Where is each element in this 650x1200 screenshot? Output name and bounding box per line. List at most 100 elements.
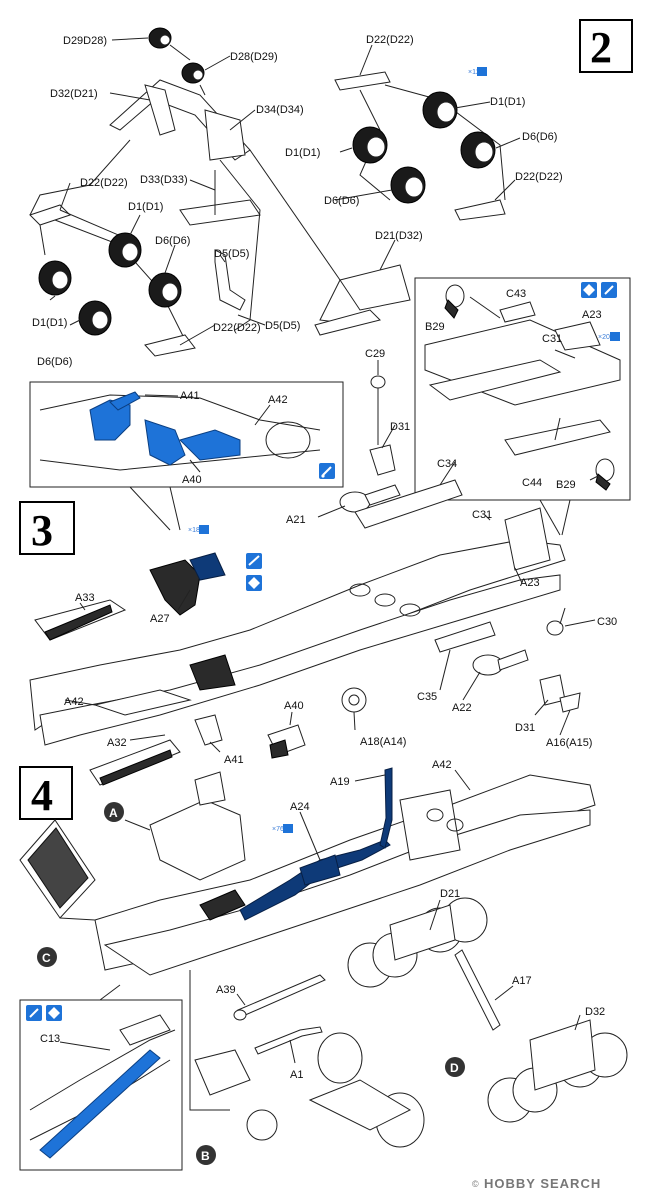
label-c31-inset: C31 (542, 333, 562, 345)
callout-c-letter: C (42, 951, 51, 965)
label-d22d22-left-bot: D22(D22) (213, 322, 261, 334)
label-a19: A19 (330, 776, 350, 788)
label-a41-inset: A41 (180, 390, 200, 402)
callout-a-letter: A (109, 806, 118, 820)
part-a24-dark (199, 889, 246, 921)
step-3-section: A41 A42 A40 B29 C43 (19, 277, 631, 786)
axle-assembly-right (314, 71, 506, 336)
label-d5d5-a: D5(D5) (214, 248, 249, 260)
label-d6d6-right-mid: D6(D6) (324, 195, 359, 207)
label-d5d5-b: D5(D5) (265, 320, 300, 332)
paint-pattern-icon (246, 575, 262, 591)
ref-x76-badge (283, 824, 293, 833)
label-c34: C34 (437, 458, 457, 470)
part-c30 (546, 607, 566, 636)
axle-assembly-top-left (29, 79, 341, 331)
part-c29 (370, 375, 386, 445)
label-d1d1-right-top: D1(D1) (490, 96, 525, 108)
step-2-section: 2 (29, 19, 633, 368)
ref-x12: ×12 (468, 69, 480, 76)
label-d21d32: D21(D32) (375, 230, 423, 242)
part-a22-shock (472, 649, 529, 676)
paint-pattern-icon (46, 1005, 62, 1021)
part-engine-a (149, 771, 246, 881)
part-radiator-c (19, 819, 96, 919)
part-a40 (267, 724, 306, 759)
label-a40: A40 (284, 700, 304, 712)
part-exhaust-a24 (239, 839, 391, 921)
inset-part-a40 (144, 419, 241, 466)
label-d1d1-left-top: D1(D1) (128, 201, 163, 213)
label-a39: A39 (216, 984, 236, 996)
inset-part-a41 (89, 391, 141, 441)
label-c44: C44 (522, 477, 542, 489)
step-2-number: 2 (590, 23, 612, 72)
tire-d6-right-mid (390, 166, 426, 204)
label-d32d21: D32(D21) (50, 88, 98, 100)
chassis-frame-step3 (29, 539, 566, 746)
step-3-number: 3 (31, 506, 53, 555)
label-a24: A24 (290, 801, 310, 813)
step-2-box (579, 19, 633, 73)
label-d22d22-left: D22(D22) (80, 177, 128, 189)
callout-b-letter: B (201, 1149, 210, 1163)
part-a41 (194, 714, 223, 746)
callout-d: D (445, 1057, 465, 1077)
label-d32: D32 (585, 1006, 605, 1018)
label-a42-inset: A42 (268, 394, 288, 406)
label-c29: C29 (365, 348, 385, 360)
label-d22d22-right-bot: D22(D22) (515, 171, 563, 183)
part-c35 (434, 621, 496, 653)
watermark-brand: HOBBY SEARCH (484, 1176, 601, 1191)
label-a17: A17 (512, 975, 532, 987)
watermark: © HOBBY SEARCH (472, 1176, 601, 1191)
ref-x18: ×18 (188, 527, 200, 534)
label-a33: A33 (75, 592, 95, 604)
inset-steering-detail (29, 1014, 176, 1159)
part-a27 (149, 552, 236, 691)
label-a23: A23 (520, 577, 540, 589)
part-c34 (354, 479, 463, 529)
label-c31: C31 (472, 509, 492, 521)
part-front-axle-d (308, 1032, 425, 1148)
label-a18a14: A18(A14) (360, 736, 406, 748)
label-b29-top: B29 (425, 321, 445, 333)
tire-d28 (181, 62, 205, 84)
label-a16a15: A16(A15) (546, 737, 592, 749)
callout-d-letter: D (450, 1061, 459, 1075)
part-a32-spring (89, 739, 181, 786)
ref-x20: ×20 (598, 334, 610, 341)
label-a32: A32 (107, 737, 127, 749)
paint-brush-icon (26, 1005, 42, 1021)
inset-part-b29-top (444, 284, 465, 319)
label-a22: A22 (452, 702, 472, 714)
part-a16-a15 (559, 692, 581, 713)
tire-d29 (148, 27, 172, 49)
inset-engine-mount (29, 381, 344, 488)
step-3-box (19, 501, 75, 555)
label-d6d6-right-top: D6(D6) (522, 131, 557, 143)
label-a42: A42 (64, 696, 84, 708)
label-a42-step4: A42 (432, 759, 452, 771)
callout-a: A (104, 802, 124, 822)
tire-d6-left-bot (78, 300, 112, 336)
part-a19 (379, 767, 393, 849)
ref-x76: ×76 (272, 826, 284, 833)
tire-d1-right-mid (352, 126, 388, 164)
step-4-section: 4 C A (19, 759, 628, 1171)
label-d31-top: D31 (390, 421, 410, 433)
callout-c: C (37, 947, 57, 967)
label-a40-inset: A40 (182, 474, 202, 486)
glue-icon (319, 463, 335, 479)
label-d31-bot: D31 (515, 722, 535, 734)
label-d21: D21 (440, 888, 460, 900)
part-bogie-d32 (487, 1019, 628, 1123)
label-c13: C13 (40, 1033, 60, 1045)
part-axle-b (194, 1049, 278, 1141)
part-a23 (504, 507, 551, 571)
label-a41: A41 (224, 754, 244, 766)
label-d6d6-left-bot: D6(D6) (37, 356, 72, 368)
label-a27: A27 (150, 613, 170, 625)
part-a39 (233, 974, 326, 1021)
